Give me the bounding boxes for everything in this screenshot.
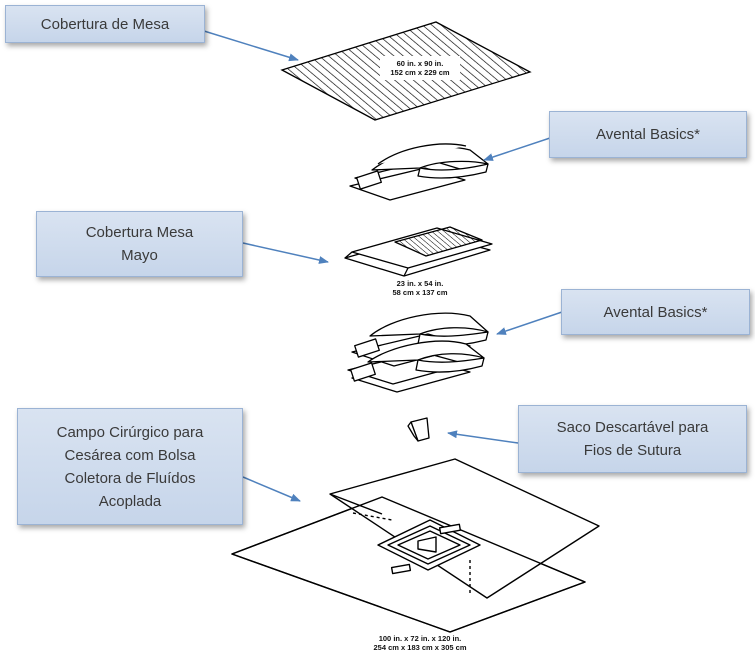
arrow-mayo-cover xyxy=(242,242,329,264)
arrow-cesarean-drape xyxy=(242,476,301,502)
callout-cesarean-drape-line3: Coletora de Fluídos xyxy=(64,469,196,487)
callout-cesarean-drape-line4: Acoplada xyxy=(98,492,162,510)
table-cover-drawing xyxy=(280,21,532,121)
gown-stack-drawing xyxy=(347,312,489,393)
arrow-suture-bag xyxy=(447,430,519,444)
dimension-cesarean-drape-in: 100 in. x 72 in. x 120 in. xyxy=(378,634,462,643)
gown-1-drawing xyxy=(349,143,489,201)
callout-cesarean-drape-line2: Cesárea com Bolsa xyxy=(64,446,196,464)
arrow-gown-1 xyxy=(483,137,551,161)
callout-arrows xyxy=(203,30,563,502)
callout-gown-2: Avental Basics* xyxy=(561,289,750,335)
dimension-mayo-cover-cm: 58 cm x 137 cm xyxy=(392,288,448,297)
callout-gown-2-label: Avental Basics* xyxy=(603,303,708,321)
callout-mayo-cover: Cobertura Mesa Mayo xyxy=(36,211,243,277)
callout-suture-bag-line1: Saco Descartável para xyxy=(556,419,709,436)
arrow-gown-2 xyxy=(496,311,563,335)
callout-gown-1-label: Avental Basics* xyxy=(596,126,700,143)
callout-suture-bag-line2: Fios de Sutura xyxy=(583,442,682,459)
mayo-cover-drawing xyxy=(344,226,493,277)
dimension-mayo-cover-in: 23 in. x 54 in. xyxy=(396,279,444,288)
callout-table-cover-label: Cobertura de Mesa xyxy=(40,15,170,33)
dimension-table-cover: 60 in. x 90 in. 152 cm x 229 cm xyxy=(378,59,462,77)
callout-mayo-cover-line2: Mayo xyxy=(121,247,158,264)
callout-suture-bag: Saco Descartável para Fios de Sutura xyxy=(518,405,747,473)
dimension-table-cover-cm: 152 cm x 229 cm xyxy=(390,68,450,77)
dimension-cesarean-drape: 100 in. x 72 in. x 120 in. 254 cm x 183 … xyxy=(350,634,490,652)
callout-cesarean-drape-line1: Campo Cirúrgico para xyxy=(56,423,204,441)
arrow-table-cover xyxy=(203,30,299,62)
dimension-cesarean-drape-cm: 254 cm x 183 cm x 305 cm xyxy=(373,643,467,652)
cesarean-drape-drawing xyxy=(231,458,600,633)
suture-bag-drawing xyxy=(407,417,430,442)
callout-table-cover: Cobertura de Mesa xyxy=(5,5,205,43)
callout-cesarean-drape: Campo Cirúrgico para Cesárea com Bolsa C… xyxy=(17,408,243,525)
callout-mayo-cover-line1: Cobertura Mesa xyxy=(85,224,194,241)
dimension-table-cover-in: 60 in. x 90 in. xyxy=(396,59,444,68)
callout-gown-1: Avental Basics* xyxy=(549,111,747,158)
dimension-mayo-cover: 23 in. x 54 in. 58 cm x 137 cm xyxy=(378,279,462,297)
